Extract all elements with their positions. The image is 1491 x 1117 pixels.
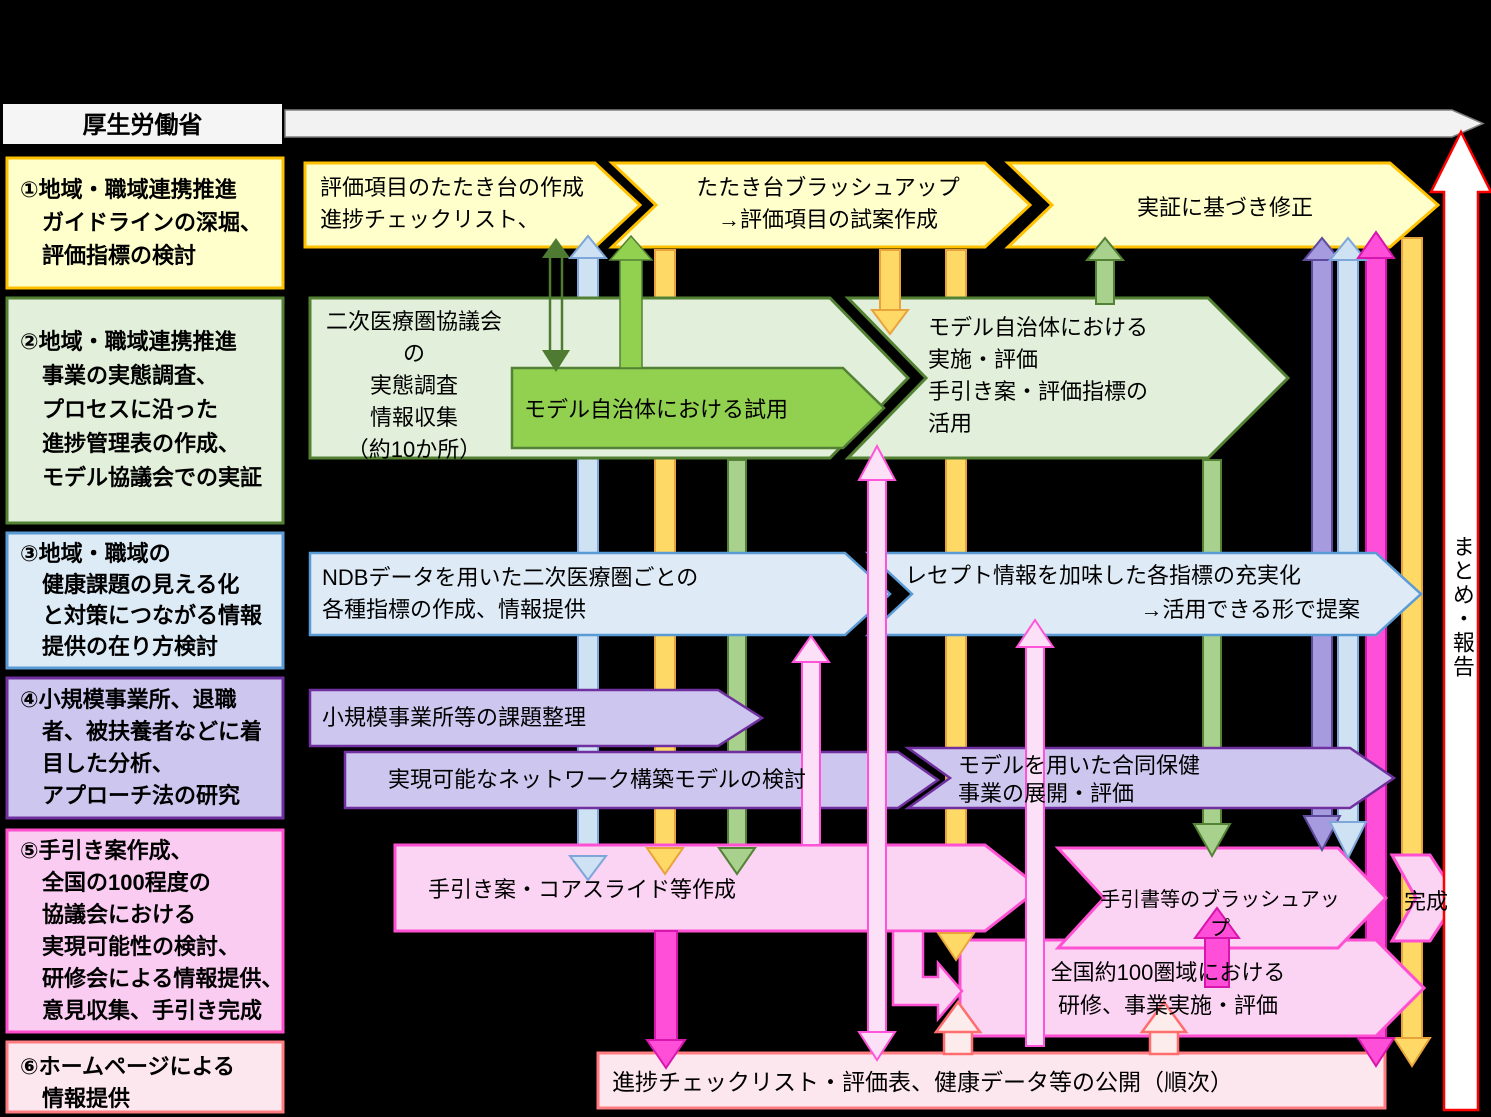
band-magenta-right-head-up (1356, 230, 1396, 259)
task-box-6 (5, 1040, 285, 1114)
band-darkgreen-head-down (542, 350, 570, 372)
arrow-ndb-indicators-text: NDBデータを用いた二次医療圏ごとの 各種指標の作成、情報提供 (322, 565, 699, 622)
band-purple-right-shaft (1311, 257, 1333, 819)
band-lime-up-head (608, 234, 654, 261)
task-box-1 (5, 156, 285, 290)
band-magenta-bottom-head-down (645, 1039, 687, 1070)
band-orange-2-shaft (879, 249, 901, 313)
band-lightblue-right-shaft (1337, 257, 1359, 825)
band-pink-1-head-up (857, 443, 897, 481)
band-lime-up-shaft (619, 255, 643, 369)
band-pink-0-shaft (801, 659, 821, 846)
arrow-brushup (608, 161, 1033, 249)
summary-report-arrow (1428, 129, 1491, 1112)
arrow-model-implement-text: モデル自治体における 実施・評価 手引き案・評価指標の 活用 (928, 315, 1149, 436)
band-darkgreen-head-up (542, 238, 570, 258)
band-lightblue-main-head-down (568, 855, 608, 882)
band-pink-1-head-down (857, 1031, 897, 1062)
task-box-1-text: ①地域・職域連携推進 ガイドラインの深堀、 評価指標の検討 (20, 177, 263, 268)
band-lightblue-main-head-up (567, 234, 609, 259)
arrow-draft-items (303, 161, 643, 249)
task-box-2-text: ②地域・職域連携推進 事業の実態調査、 プロセスに沿った 進捗管理表の作成、 モ… (20, 329, 263, 490)
band-magenta-right-shaft (1365, 255, 1387, 1041)
band-pink-0-head-up (791, 634, 831, 663)
band-orange-1-head-down (645, 847, 685, 876)
band-orange-2-head-down (870, 309, 910, 336)
band-orange-right-head-down (1392, 1037, 1432, 1068)
arrow-receipt-enrich (864, 551, 1423, 637)
arrow-model-trial (510, 366, 886, 450)
arrow-model-implement (844, 296, 1291, 460)
band-lightblue-right-head-up (1327, 236, 1369, 261)
band-pink-1-shaft (867, 477, 887, 1035)
band-orange-3-head-down (936, 932, 976, 962)
task-box-6-text: ⑥ホームページによる 情報提供 (20, 1054, 235, 1111)
arrow-brushup-text: たたき台ブラッシュアップ →評価項目の試案作成 (696, 175, 960, 232)
band-green-3-shaft (1095, 257, 1115, 305)
band-magenta-bottom-shaft (654, 930, 678, 1044)
band-green-2-head-down (1192, 823, 1232, 859)
band-salmon-2-head-up (1139, 999, 1189, 1034)
task-box-3-text: ③地域・職域の 健康課題の見える化 と対策につながる情報 提供の在り方検討 (20, 541, 263, 659)
band-green-3-head-up (1084, 236, 1126, 261)
publish-box-text: 進捗チェックリスト・評価表、健康データ等の公開（順次） (612, 1069, 1233, 1095)
task-box-2 (5, 296, 285, 525)
ministry-label: 厚生労働省 (82, 112, 203, 139)
band-salmon-2-shaft (1148, 1028, 1180, 1056)
arrow-receipt-enrich-text-2: →活用できる形で提案 (1140, 597, 1360, 622)
arrow-guide-draft-text: 手引き案・コアスライド等作成 (428, 877, 737, 902)
publish-box (596, 1051, 1387, 1110)
band-pink-2-head-up (1015, 618, 1055, 648)
band-magenta-right-head-down (1356, 1037, 1396, 1068)
arrow-receipt-enrich-text-1: レセプト情報を加味した各指標の充実化 (905, 563, 1302, 588)
task-box-4 (5, 676, 285, 820)
ministry-label-box (1, 102, 284, 146)
arrow-guide-brushup-text: 手引書等のブラッシュアップ (1100, 889, 1340, 940)
arrow-network-model-text: 実現可能なネットワーク構築モデルの検討 (388, 767, 807, 792)
arrow-complete (1389, 853, 1460, 943)
arrow-model-trial-text: モデル自治体における試用 (524, 397, 789, 422)
arrow-survey-text: 二次医療圏協議会の 実態調査 情報収集 （約10か所） (325, 309, 502, 462)
band-magenta-short-shaft (1204, 934, 1230, 988)
timeline-bar (284, 109, 1485, 138)
band-purple-right-head-up (1301, 236, 1343, 261)
task-box-5-text: ⑤手引き案作成、 全国の100程度の 協議会における 実現可能性の検討、 研修会… (20, 838, 284, 1023)
arrow-draft-items-text: 評価項目のたたき台の作成 進捗チェックリスト、 (320, 175, 585, 232)
band-lightblue-right-head-down (1328, 821, 1368, 861)
task-box-4-text: ④小規模事業所、退職 者、被扶養者などに着 目した分析、 アプローチ法の研究 (20, 687, 263, 808)
task-box-3 (5, 531, 285, 670)
summary-report-text: まとめ・報告 (1449, 535, 1475, 679)
band-green-1-head-down (717, 847, 757, 876)
band-salmon-1-head-up (933, 999, 983, 1034)
task-box-5 (5, 828, 285, 1034)
arrow-complete-text: 完成 (1403, 889, 1448, 914)
elbow-arrow-draft-to-training (891, 929, 964, 1023)
arrow-revise (1004, 161, 1441, 249)
arrow-nationwide-training-text: 全国約100圏域における 研修、事業実施・評価 (1050, 960, 1286, 1018)
arrow-guide-brushup (1054, 846, 1389, 950)
band-salmon-1-shaft (942, 1028, 974, 1056)
band-magenta-short-head-up (1193, 906, 1241, 939)
arrow-small-biz-issues-text: 小規模事業所等の課題整理 (322, 705, 587, 730)
arrow-small-biz-issues (308, 688, 765, 748)
arrow-joint-health-text: モデルを用いた合同保健 事業の展開・評価 (958, 753, 1201, 806)
arrow-revise-text: 実証に基づき修正 (1136, 195, 1313, 220)
